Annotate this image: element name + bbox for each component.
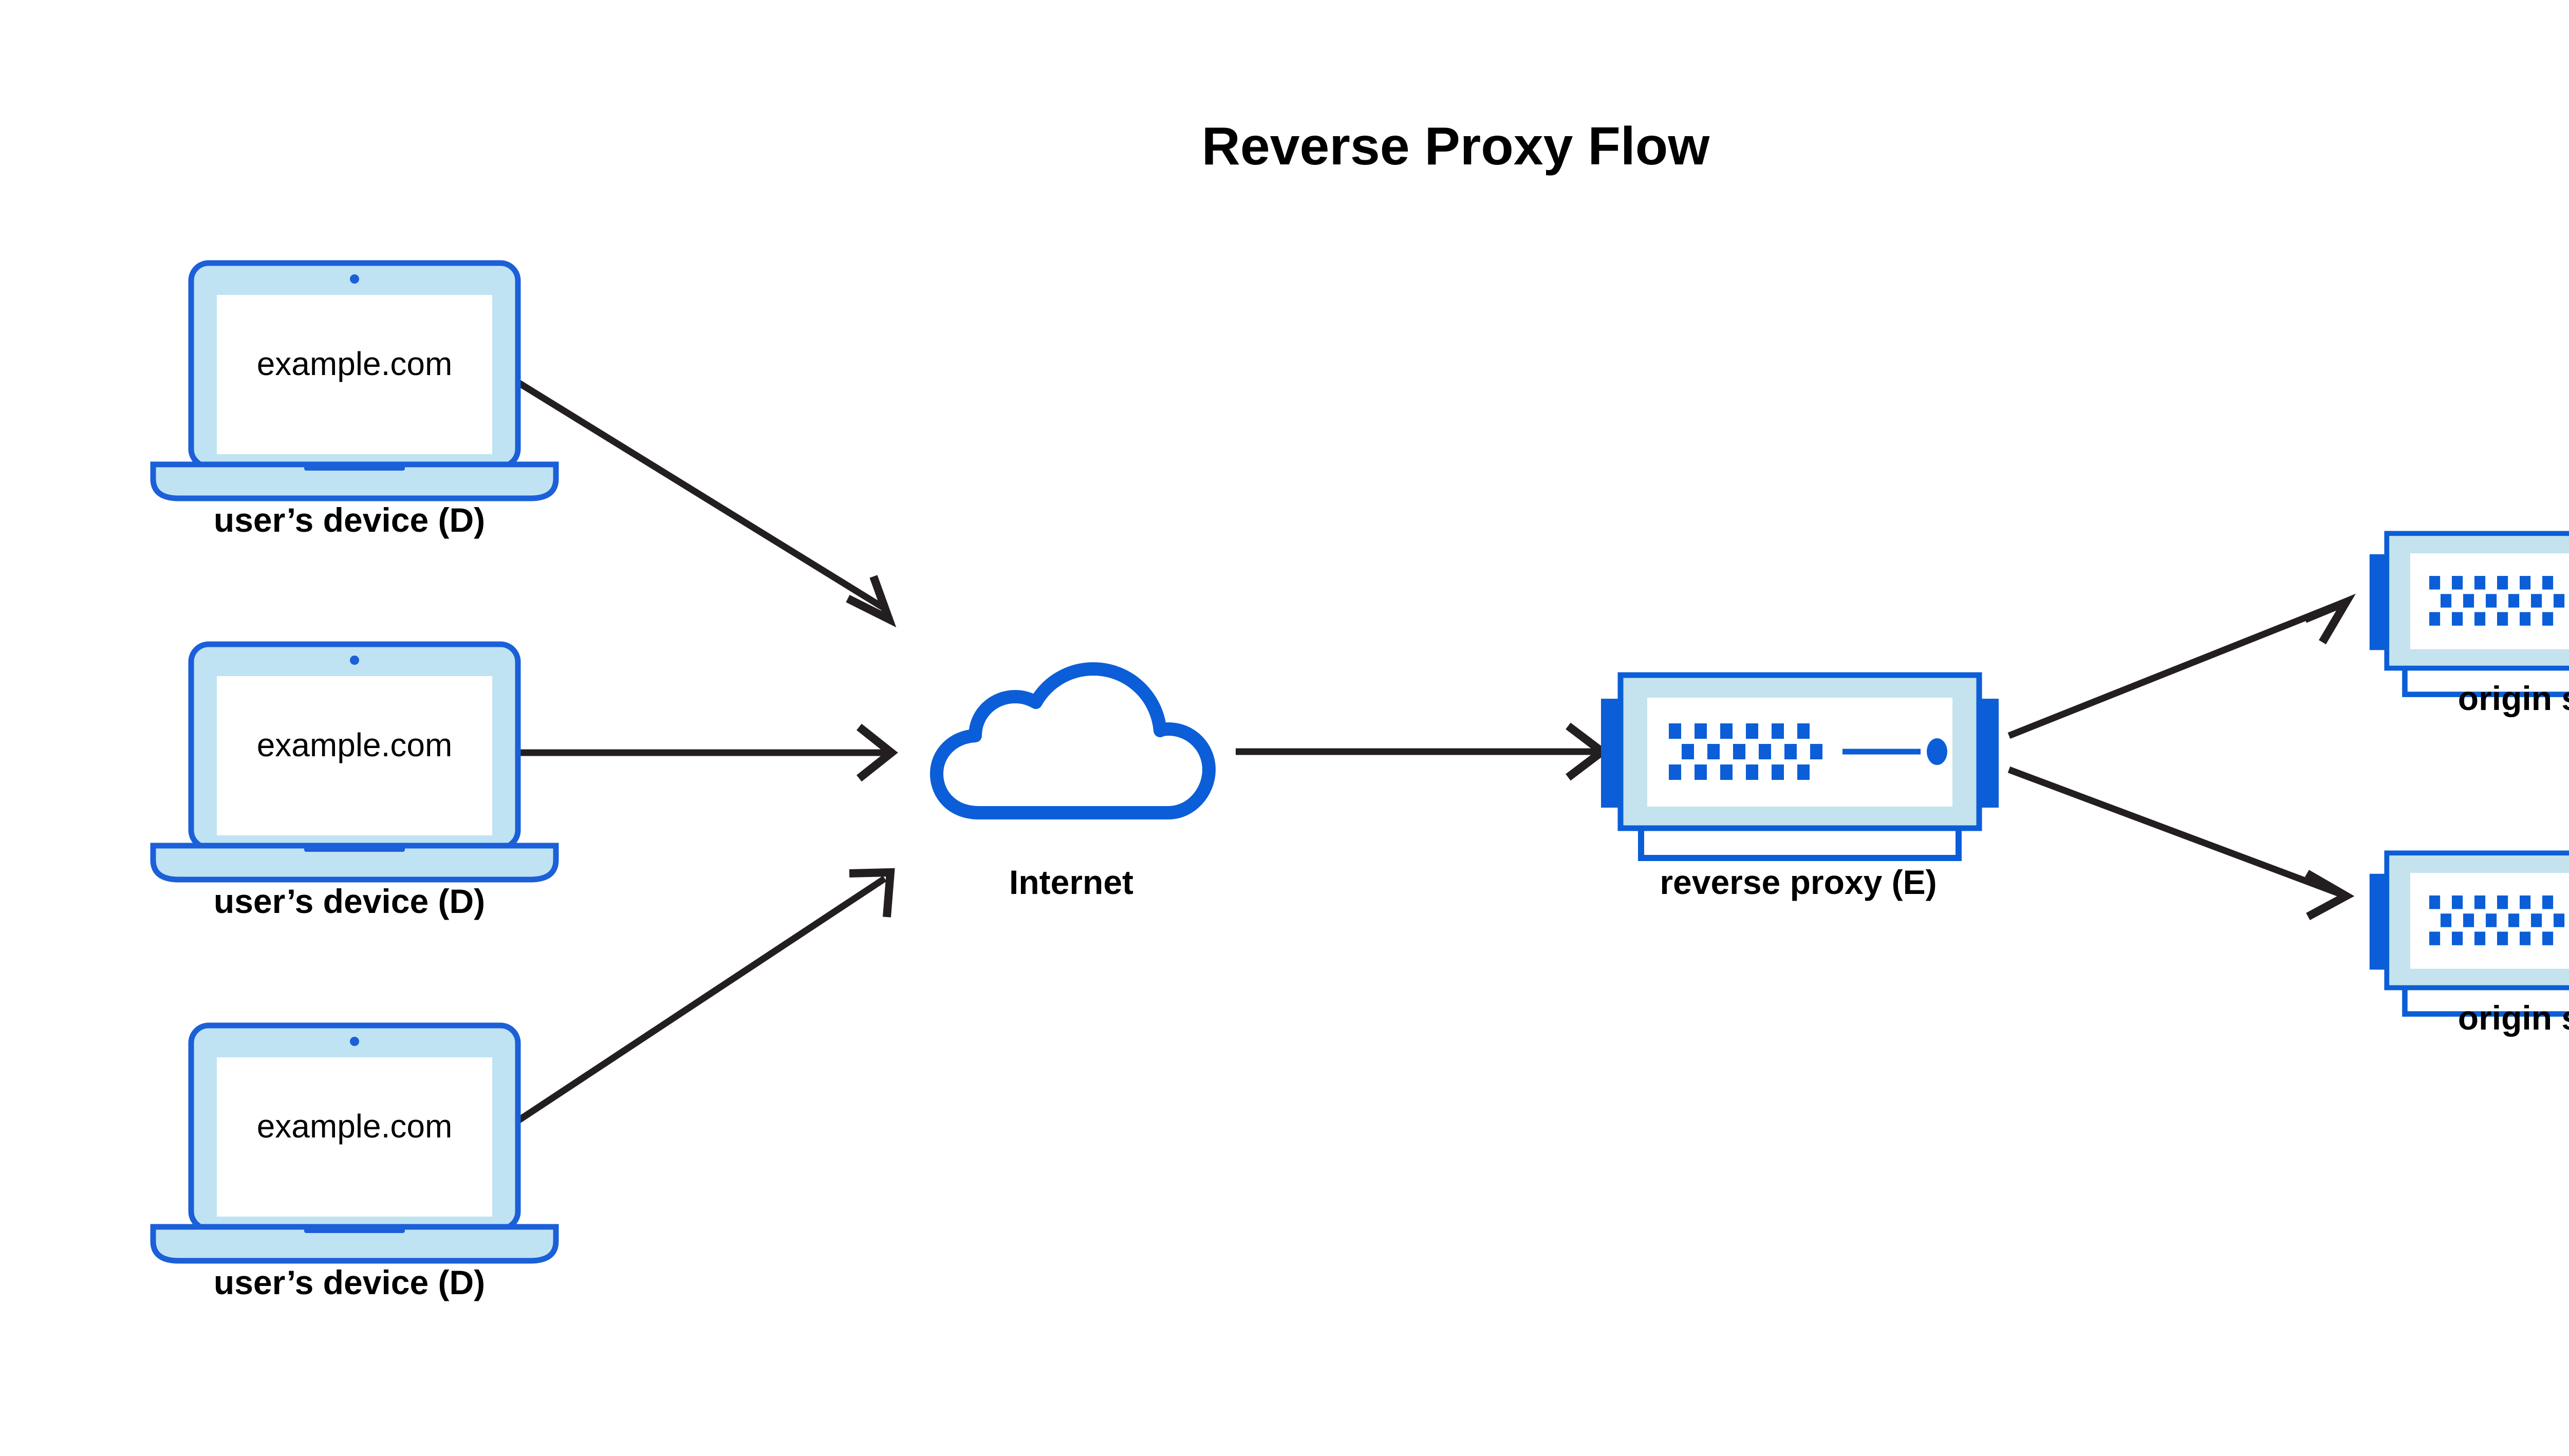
page-title: Reverse Proxy Flow — [1202, 117, 1710, 176]
device-screen-text: example.com — [257, 345, 453, 382]
origin-label: origin server (F) — [2458, 999, 2569, 1037]
server-icon — [2370, 533, 2569, 694]
device-label: user’s device (D) — [214, 501, 485, 539]
server-icon — [1601, 675, 1999, 858]
device-label: user’s device (D) — [214, 1263, 485, 1301]
node-internet[interactable]: Internet — [937, 669, 1209, 901]
connector-proxy-to-origin1 — [2007, 593, 2356, 739]
node-user-device-2[interactable]: example.com user’s device (D) — [153, 644, 556, 920]
origin-label: origin server (F) — [2458, 679, 2569, 717]
connector-device3-to-internet — [501, 868, 895, 1133]
device-screen-text: example.com — [257, 726, 453, 763]
device-label: user’s device (D) — [214, 882, 485, 920]
device-screen-text: example.com — [257, 1108, 453, 1145]
node-origin-server-1[interactable]: origin server (F) — [2370, 533, 2569, 717]
proxy-label: reverse proxy (E) — [1660, 863, 1937, 901]
connector-device1-to-internet — [501, 370, 897, 628]
internet-label: Internet — [1009, 863, 1133, 901]
node-user-device-3[interactable]: example.com user’s device (D) — [153, 1025, 556, 1301]
node-origin-server-2[interactable]: origin server (F) — [2370, 853, 2569, 1037]
cloud-icon — [937, 669, 1209, 813]
connector-device2-to-internet — [501, 723, 898, 782]
server-icon — [2370, 853, 2569, 1014]
connector-proxy-to-origin2 — [2007, 766, 2355, 921]
connector-internet-to-proxy — [1236, 722, 1609, 781]
node-reverse-proxy[interactable]: reverse proxy (E) — [1601, 675, 1999, 901]
node-user-device-1[interactable]: example.com user’s device (D) — [153, 263, 556, 539]
